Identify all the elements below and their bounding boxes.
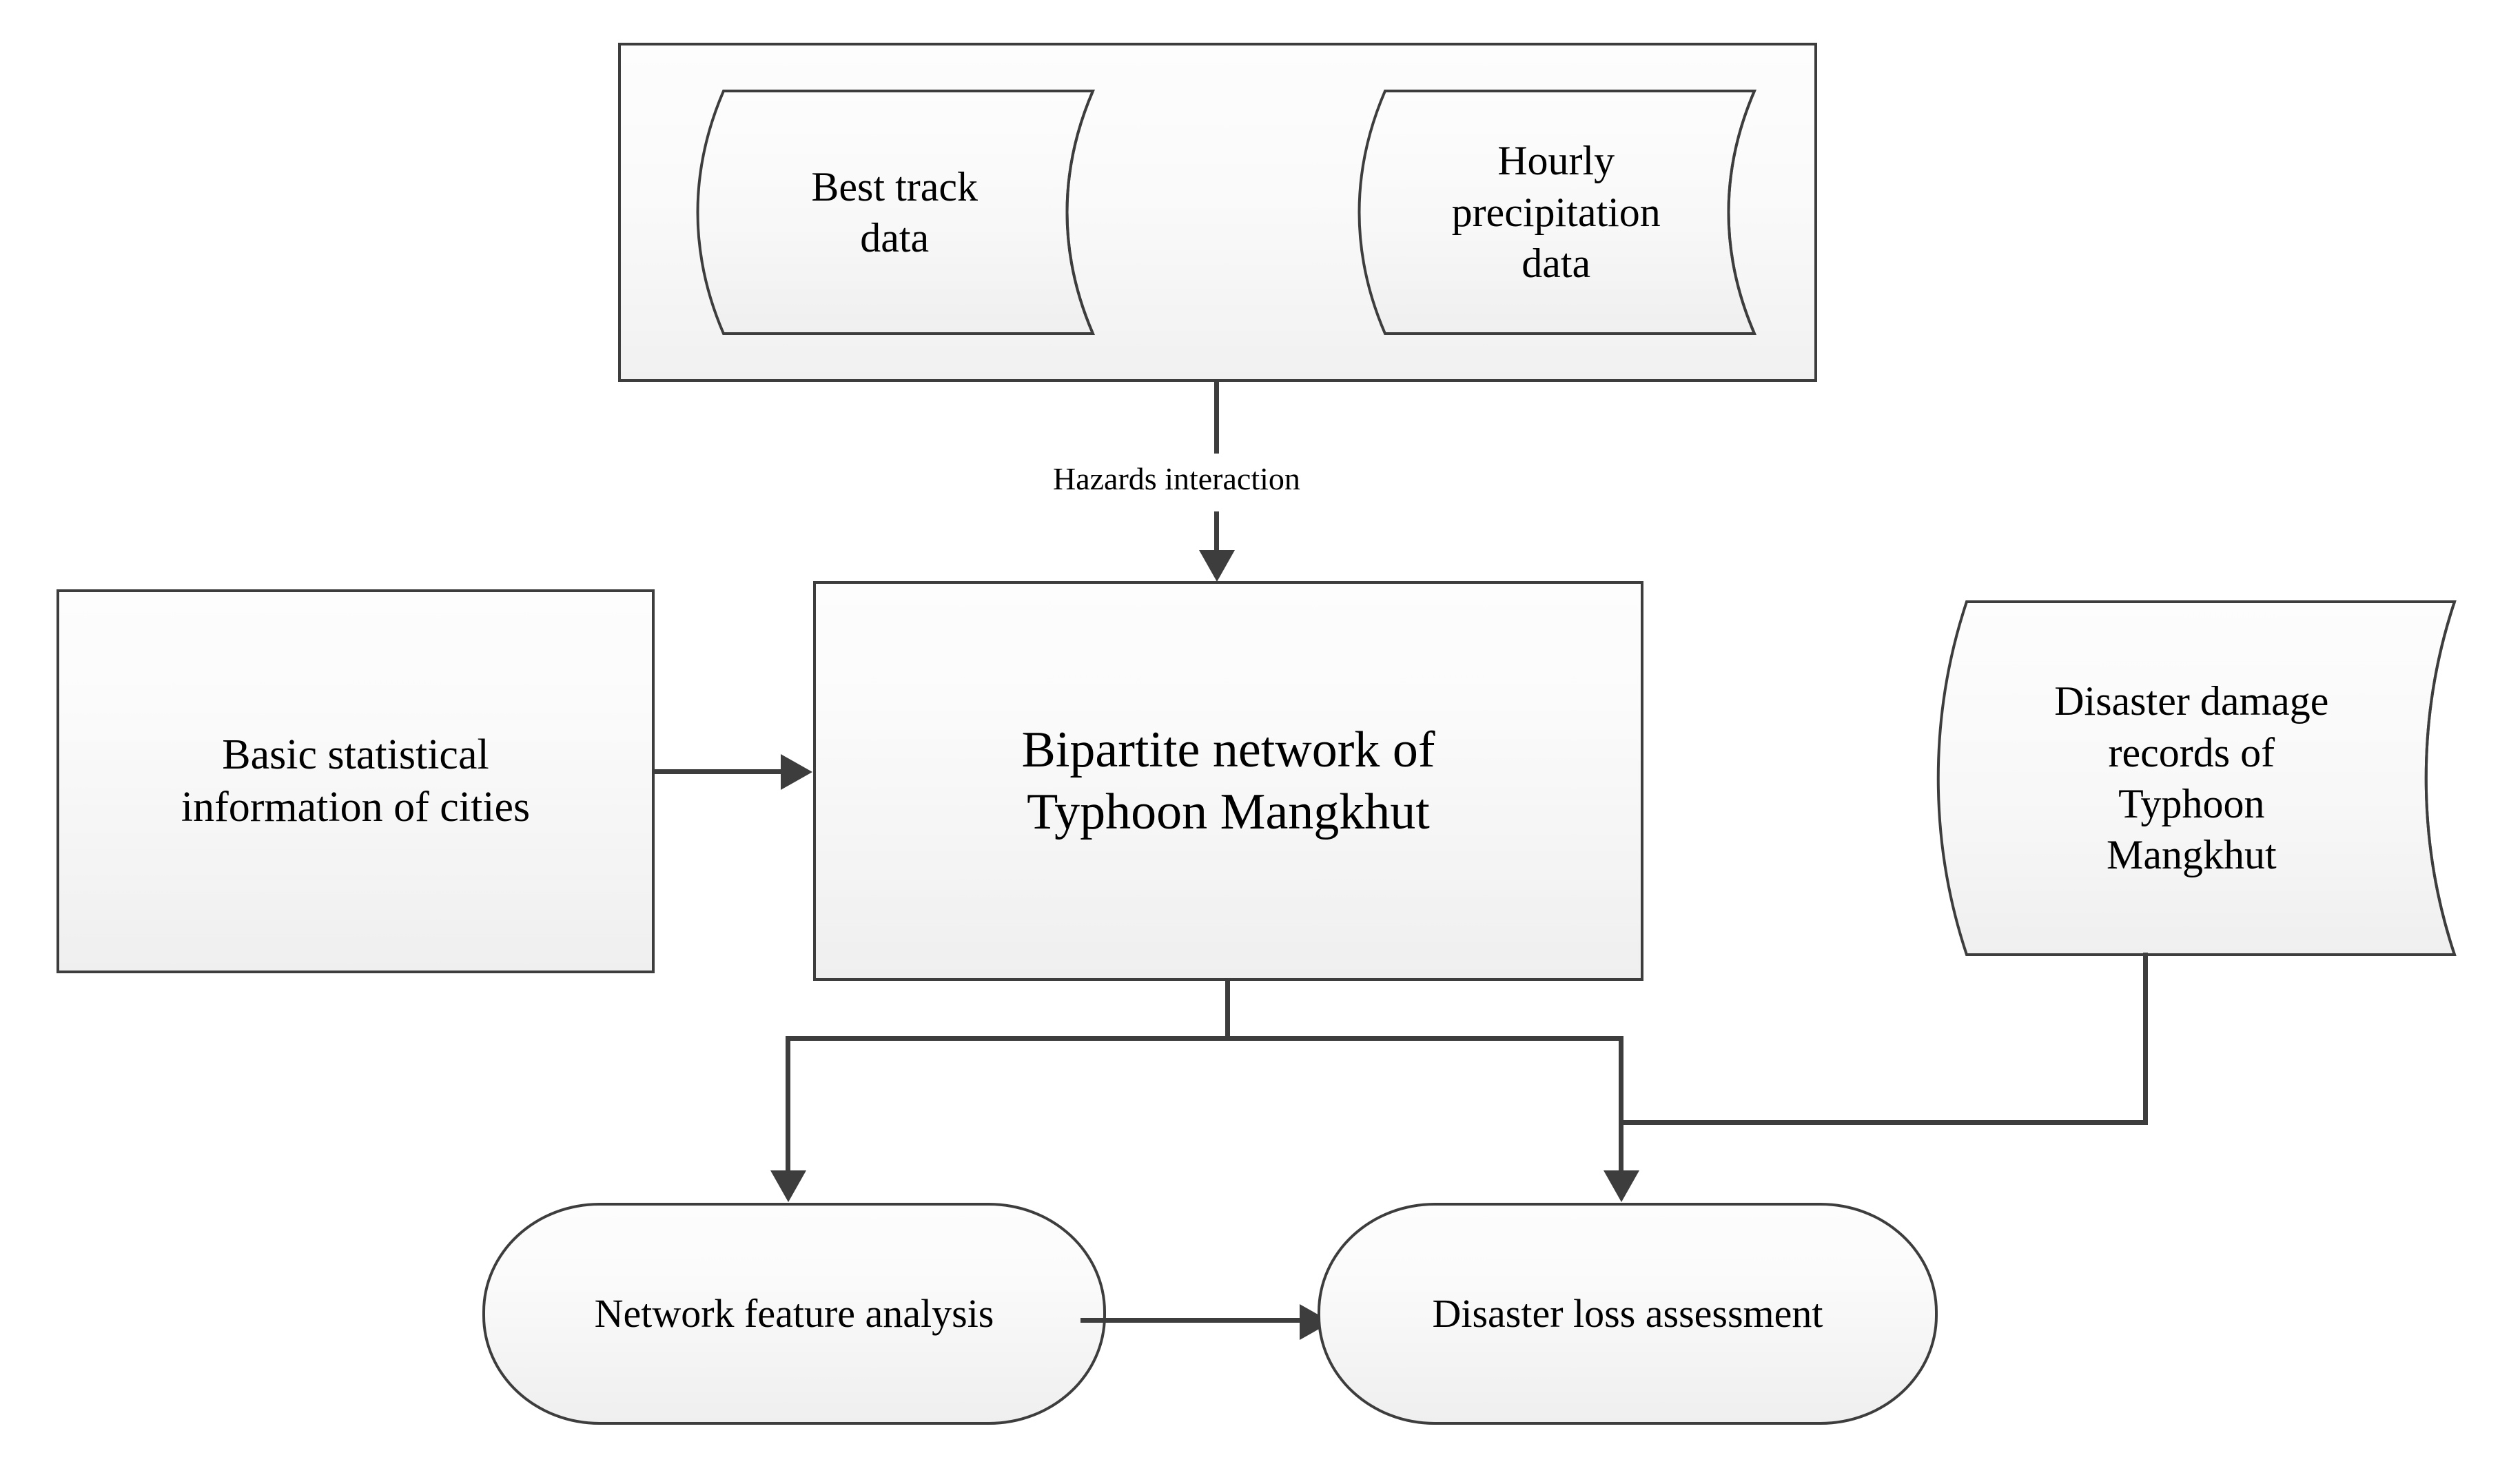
label-line-1: Hourly [1497,138,1615,184]
edge-bipartite-split-stem [1225,979,1230,1041]
node-hourly-precipitation-data[interactable]: Hourly precipitation data [1342,88,1797,336]
node-bipartite-network-of-typhoon-mangkhut-label: Bipartite network of Typhoon Mangkhut [1021,719,1435,844]
cylinder-shape [696,90,1096,335]
edge-cities-to-bipartite-arrowhead [781,754,812,790]
label-line-2: data [860,215,930,261]
edge-cities-to-bipartite-line [655,769,782,774]
edge-bipartite-to-network-feature-arrowhead [770,1170,806,1202]
label-line-1: Best track [811,163,978,210]
label-line-2: information of cities [181,783,531,831]
edge-hazards-interaction-line-upper [1214,382,1219,454]
edge-damage-records-drop-line [2143,953,2148,1125]
node-disaster-damage-records-of-typhoon-mangkhut[interactable]: Disaster damage records of Typhoon Mangk… [1903,598,2517,958]
edge-hazards-interaction-arrowhead [1199,550,1235,582]
node-hourly-precipitation-data-label: Hourly precipitation data [1393,88,1720,336]
node-network-feature-analysis[interactable]: Network feature analysis [482,1203,1106,1425]
edge-damage-records-horizontal-line [1619,1120,2148,1125]
edge-bipartite-split-bar [786,1036,1623,1041]
node-disaster-loss-assessment-label: Disaster loss assessment [1432,1290,1823,1336]
edge-bipartite-to-disaster-loss-line [1619,1036,1623,1172]
edge-label-hazards-interaction: Hazards interaction [1053,461,1300,496]
label-line-2: precipitation [1451,189,1661,235]
label-line-1: Disaster damage [2054,678,2329,724]
label-line-2: Typhoon Mangkhut [1027,784,1430,840]
edge-bipartite-to-network-feature-line [786,1036,790,1172]
cylinder-shape [1358,90,1757,335]
node-network-feature-analysis-label: Network feature analysis [594,1290,994,1336]
node-basic-statistical-information-of-cities[interactable]: Basic statistical information of cities [57,589,655,973]
edge-hazards-interaction-line-lower [1214,511,1219,551]
edge-network-to-loss-line [1080,1318,1301,1323]
node-basic-statistical-information-of-cities-label: Basic statistical information of cities [181,729,530,833]
edge-bipartite-to-disaster-loss-arrowhead [1604,1170,1639,1202]
node-bipartite-network-of-typhoon-mangkhut[interactable]: Bipartite network of Typhoon Mangkhut [813,581,1643,981]
node-best-track-data-label: Best track data [731,88,1058,336]
node-best-track-data[interactable]: Best track data [681,88,1136,336]
label-line-3: Typhoon [2118,781,2265,826]
node-disaster-damage-records-label: Disaster damage records of Typhoon Mangk… [1971,598,2413,958]
label-line-1: Bipartite network of [1021,721,1435,778]
label-line-4: Mangkhut [2106,832,2277,878]
node-disaster-loss-assessment[interactable]: Disaster loss assessment [1318,1203,1938,1425]
label-line-3: data [1522,241,1591,287]
label-line-1: Basic statistical [222,731,489,778]
cylinder-shape [1936,600,2457,956]
label-line-2: records of [2108,729,2275,775]
